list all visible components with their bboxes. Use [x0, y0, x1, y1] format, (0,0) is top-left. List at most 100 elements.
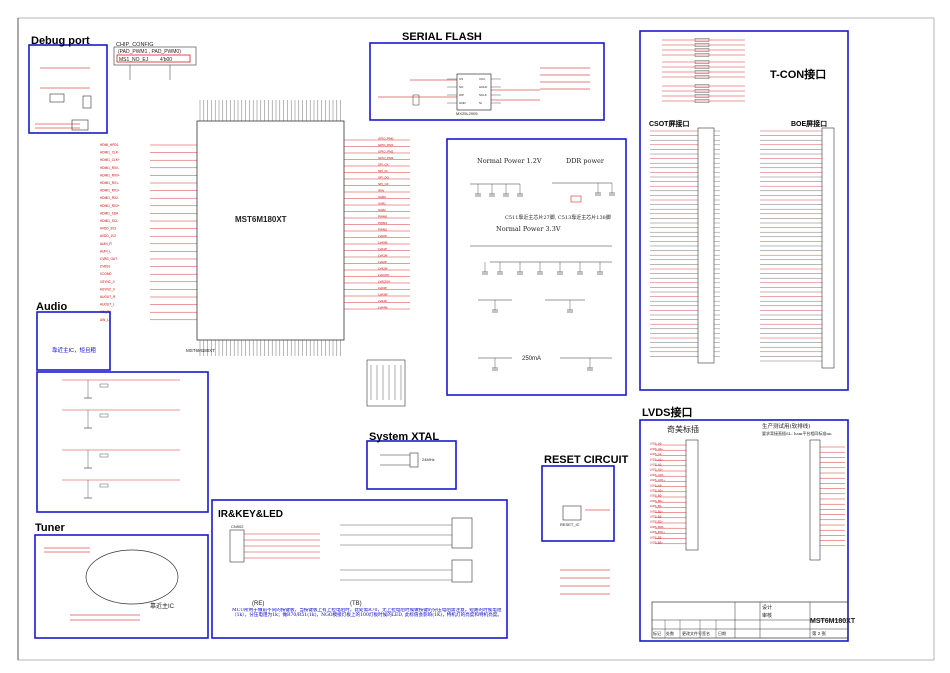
- reset-chip-label: RESET_IC: [560, 522, 580, 527]
- ir-conn-label: CN902: [231, 524, 244, 529]
- power-current-label: 250mA: [522, 356, 541, 362]
- tcon-section: T-CON接口 CSOT屏接口 BOE屏接口: [639, 30, 849, 391]
- lvds-pin-label: LVDS_B1+: [650, 509, 663, 513]
- flash-pin-label: CS: [459, 77, 463, 81]
- right-signal-label: LVA3M: [378, 293, 388, 297]
- left-signal-label: AVDD_3V3: [100, 227, 116, 231]
- audio-resistor: [99, 383, 109, 388]
- main-chip: MST6M180XT MST6M180XT HDMI_HPD1HDMI1_CLK…: [100, 100, 410, 356]
- left-signal-label: AUOUT_R: [100, 295, 116, 299]
- left-signal-label: HDMI1_RX2+: [100, 204, 120, 208]
- serial-flash-title: SERIAL FLASH: [402, 31, 482, 43]
- serial-flash-section: SERIAL FLASH MX25L2005 CSSOWPGNDVCCHOLDS…: [369, 31, 605, 121]
- lvds-pin-label: LVDS_A1-: [650, 452, 662, 456]
- right-signal-label: LVA3P: [378, 286, 387, 290]
- left-signal-label: AUIN_L: [100, 249, 111, 253]
- lvds-pin-label: LVDS_B1-: [650, 504, 662, 508]
- resistor: [694, 38, 710, 42]
- right-signal-label: PWM2: [378, 228, 387, 232]
- flash-pin-label: WP: [459, 93, 464, 97]
- right-signal-label: SPI_CZ: [378, 182, 389, 186]
- right-signal-label: LVA4M: [378, 306, 388, 310]
- left-signal-label: AUIN_R: [100, 242, 112, 246]
- left-signal-label: CVBS_OUT: [100, 257, 117, 261]
- right-signal-label: GPIO_PM1: [378, 143, 394, 147]
- right-signal-label: LVA2P: [378, 260, 387, 264]
- right-signal-label: LVACKP: [378, 273, 389, 277]
- irkey-title: IR&KEY&LED: [218, 509, 283, 520]
- boe-title: BOE屏接口: [791, 119, 827, 128]
- resistor: [694, 89, 710, 93]
- right-signal-label: IRIN: [378, 189, 384, 193]
- flash-pin-label: SO: [459, 85, 464, 89]
- chip-config-section: CHIP_CONFIG (PAD_PWM1 , PAD_PWM0) MS1_NO…: [113, 42, 197, 80]
- normal-power-12-label: Normal Power 1.2V: [477, 157, 542, 165]
- lvds-pin-label: LVDS_B3+: [650, 541, 663, 545]
- left-signal-label: HDMI_HPD1: [100, 143, 119, 147]
- tuner-title: Tuner: [35, 522, 65, 534]
- flash-pin-label: VCC: [479, 77, 486, 81]
- lvds-pin-label: LVDS_BCK+: [650, 530, 665, 534]
- left-signal-label: VCOM0: [100, 272, 112, 276]
- tb-page: 第 2 张: [812, 630, 827, 637]
- lvds-pin-label: LVDS_B0-: [650, 494, 662, 498]
- resistor: [694, 94, 710, 98]
- audio-section: Audio 靠近主IC，短且粗: [36, 301, 209, 513]
- right-signal-label: SAR0: [378, 195, 386, 199]
- power-note: C511靠近主芯片27脚, C513靠近主芯片138脚: [505, 214, 611, 221]
- chip-config-value: 4'b00: [160, 57, 172, 63]
- lvds-section: LVDS接口 奇美标插 生产测试用(软排线) 要求背接直插SL: hsm平台相同…: [639, 405, 849, 642]
- audio-title: Audio: [36, 301, 67, 313]
- chip-config-row: (PAD_PWM1 , PAD_PWM0): [118, 49, 181, 55]
- left-signal-label: HDMI1_RX0+: [100, 173, 120, 177]
- right-signal-label: GPIO_PM3: [378, 156, 394, 160]
- tb-row1: 标记: [653, 630, 661, 636]
- right-signal-label: PWM1: [378, 221, 387, 225]
- resistor: [694, 43, 710, 47]
- left-signal-label: HDMI1_RX1-: [100, 181, 119, 185]
- lvds-note-cn: 奇美标插: [667, 424, 699, 434]
- system-xtal-section: System XTAL 24MHz: [366, 431, 457, 490]
- resistor: [694, 48, 710, 52]
- debug-port-section: Debug port: [28, 35, 108, 134]
- tuner-note: 靠近主IC: [150, 602, 175, 610]
- left-signal-label: HSYNC_0: [100, 287, 115, 291]
- flash-pin-label: SI: [479, 101, 482, 105]
- right-signal-label: LVACKM: [378, 280, 390, 284]
- flash-pin-label: GND: [459, 101, 467, 105]
- audio-resistor: [99, 413, 109, 418]
- main-chip-name: MST6M180XT: [235, 215, 287, 224]
- right-signal-label: PWM0: [378, 215, 387, 219]
- lvds-pin-label: LVDS_A3-: [650, 483, 662, 487]
- lvds-note-3: 要求背接直插SL: hsm平台相同标准nn: [762, 430, 832, 436]
- tb-row3: 更改文件号: [682, 630, 702, 636]
- left-signal-label: AIN_L1: [100, 318, 111, 322]
- right-signal-label: SPI_DO: [378, 176, 390, 180]
- right-signal-label: SPI_CK: [378, 163, 389, 167]
- title-block: 设计 审核 MST6M180XT 标记 处数 更改文件号 签名 日期 第 2 张: [651, 601, 856, 639]
- csot-title: CSOT屏接口: [649, 119, 689, 128]
- ddr-power-label: DDR power: [566, 157, 605, 165]
- right-signal-label: LVA0P: [378, 234, 387, 238]
- hs-box: [366, 359, 406, 407]
- left-signal-label: HDMI1_RX1+: [100, 189, 120, 193]
- flash-pin-label: HOLD: [479, 85, 488, 89]
- lvds-pin-label: LVDS_B0+: [650, 499, 663, 503]
- lvds-pin-label: LVDS_BCK-: [650, 525, 664, 529]
- lvds-pin-label: LVDS_A0-: [650, 442, 662, 446]
- right-signal-label: SAR1: [378, 202, 386, 206]
- normal-power-33-label: Normal Power 3.3V: [496, 225, 561, 233]
- resistor: [694, 70, 710, 74]
- system-xtal-title: System XTAL: [369, 431, 439, 443]
- ir-flag-1: (RE): [252, 601, 264, 607]
- irkey-section: IR&KEY&LED CN902 (RE) (TB) MCU所用于做前不同的按键…: [211, 499, 508, 639]
- lvds-pin-label: LVDS_ACK+: [650, 478, 665, 482]
- left-signal-label: HDMI1_CLK+: [100, 158, 120, 162]
- tb-row4: 签名: [702, 630, 710, 636]
- left-signal-label: VSYNC_0: [100, 280, 115, 284]
- left-signal-label: AVDD_1V2: [100, 234, 116, 238]
- lvds-pin-label: LVDS_ACK-: [650, 473, 664, 477]
- right-signal-label: SPI_DI: [378, 169, 388, 173]
- lvds-pin-label: LVDS_B2-: [650, 515, 662, 519]
